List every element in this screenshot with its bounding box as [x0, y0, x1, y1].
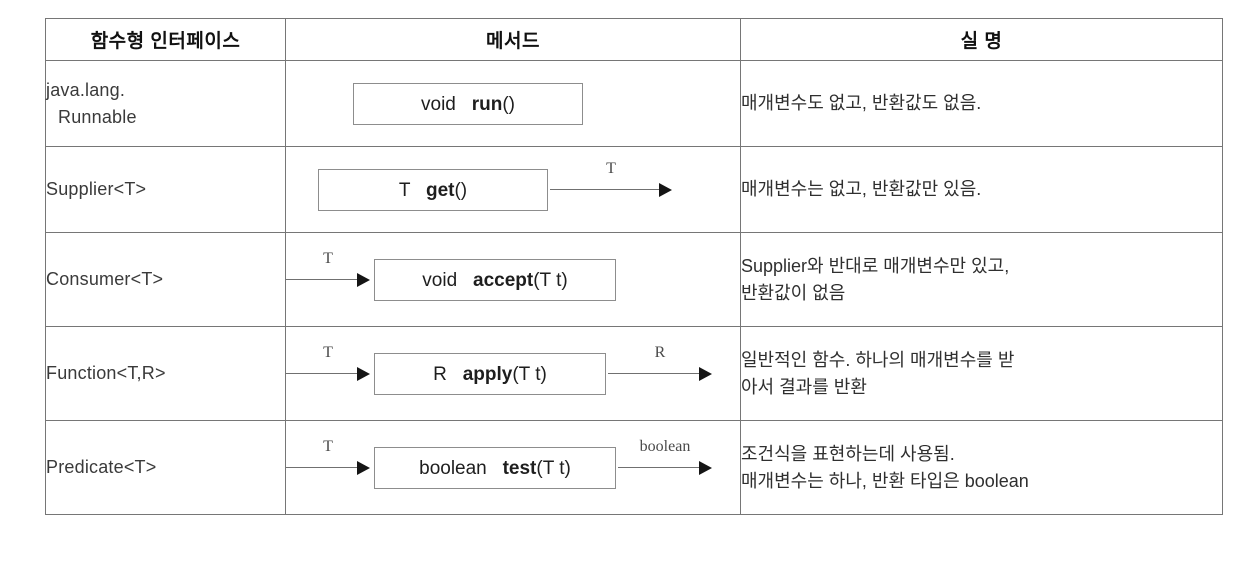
arrow-shaft	[286, 279, 358, 280]
functional-interface-table: 함수형 인터페이스 메서드 실 명 java.lang. Runnable	[45, 18, 1223, 515]
method-signature-box: boolean test(T t)	[374, 446, 616, 489]
table-header-row: 함수형 인터페이스 메서드 실 명	[45, 18, 1223, 61]
interface-name-line1: Predicate<T>	[46, 457, 157, 478]
method-signature-box: void accept(T t)	[374, 258, 616, 301]
method-signature-box: T get()	[318, 168, 548, 211]
interface-name-line1: Consumer<T>	[46, 269, 164, 290]
method-diagram-cell: T R apply(T t) R	[285, 326, 741, 421]
arrow-head-icon	[699, 366, 712, 381]
input-arrow-label: T	[323, 343, 333, 361]
description-cell: 매개변수도 없고, 반환값도 없음.	[740, 60, 1223, 147]
input-arrow: T	[286, 344, 370, 395]
method-args: (T t)	[512, 363, 547, 385]
description-line2: 매개변수는 하나, 반환 타입은 boolean	[741, 470, 1029, 491]
output-arrow: R	[608, 344, 712, 395]
method-return-type: R	[433, 363, 447, 385]
method-diagram-cell: T get() T	[285, 146, 741, 233]
column-header-method: 메서드	[285, 18, 741, 61]
input-arrow: T	[286, 438, 370, 489]
method-diagram: T R apply(T t) R	[286, 344, 740, 395]
method-diagram: T get() T	[286, 160, 740, 211]
arrow-head-icon	[357, 366, 370, 381]
interface-name-cell: Supplier<T>	[45, 146, 286, 233]
output-arrow: T	[550, 160, 672, 211]
method-diagram-cell: T boolean test(T t) boolean	[285, 420, 741, 515]
arrow-head-icon	[357, 272, 370, 287]
interface-name-cell: Predicate<T>	[45, 420, 286, 515]
method-diagram-cell: T void accept(T t)	[285, 232, 741, 327]
column-header-interface: 함수형 인터페이스	[45, 18, 286, 61]
interface-name-cell: Function<T,R>	[45, 326, 286, 421]
method-return-type: T	[398, 179, 411, 201]
table-row: Function<T,R> T R	[45, 326, 1223, 421]
table-body: java.lang. Runnable void run()	[45, 60, 1223, 515]
output-arrow-label: R	[654, 343, 666, 361]
input-arrow: T	[286, 250, 370, 301]
method-return-type: void	[421, 93, 456, 115]
method-args: (T t)	[533, 269, 568, 291]
arrow-head-icon	[699, 460, 712, 475]
arrow-shaft	[618, 467, 700, 468]
description-line2: 반환값이 없음	[741, 282, 846, 303]
method-name: apply	[462, 363, 513, 385]
method-name: accept	[473, 269, 534, 291]
method-return-type: void	[422, 269, 458, 291]
arrow-shaft	[608, 373, 700, 374]
output-arrow-label: T	[606, 159, 616, 177]
method-args: ()	[454, 179, 468, 201]
method-diagram: T void accept(T t)	[286, 250, 740, 301]
interface-name-cell: Consumer<T>	[45, 232, 286, 327]
method-signature-box: R apply(T t)	[374, 352, 606, 395]
input-arrow-label: T	[323, 437, 333, 455]
column-header-description: 실 명	[740, 18, 1223, 61]
arrow-shaft	[286, 467, 358, 468]
description-line1: 매개변수도 없고, 반환값도 없음.	[741, 93, 982, 113]
method-diagram: T boolean test(T t) boolean	[286, 438, 740, 489]
method-return-type: boolean	[419, 457, 487, 479]
table-row: Consumer<T> T void	[45, 232, 1223, 327]
interface-name-line1: Function<T,R>	[46, 363, 166, 384]
description-cell: Supplier와 반대로 매개변수만 있고, 반환값이 없음	[740, 232, 1223, 327]
input-arrow-label: T	[323, 249, 333, 267]
interface-name-line1: Supplier<T>	[46, 179, 147, 200]
output-arrow-label: boolean	[639, 437, 691, 455]
table-header: 함수형 인터페이스 메서드 실 명	[45, 18, 1223, 61]
description-line1: 일반적인 함수. 하나의 매개변수를 받	[741, 349, 1015, 370]
description-line1: 조건식을 표현하는데 사용됨.	[741, 443, 955, 464]
method-args: ()	[502, 93, 515, 115]
table-row: Supplier<T> T get() T	[45, 146, 1223, 233]
description-cell: 매개변수는 없고, 반환값만 있음.	[740, 146, 1223, 233]
description-line1: Supplier와 반대로 매개변수만 있고,	[741, 255, 1010, 276]
interface-name-line2: Runnable	[58, 106, 137, 127]
description-line1: 매개변수는 없고, 반환값만 있음.	[741, 179, 982, 199]
method-signature-box: void run()	[353, 82, 583, 125]
method-name: get	[425, 179, 455, 201]
method-diagram: void run()	[286, 82, 740, 125]
arrow-shaft	[286, 373, 358, 374]
interface-name-cell: java.lang. Runnable	[45, 60, 286, 147]
method-diagram-cell: void run()	[285, 60, 741, 147]
method-name: run	[471, 93, 503, 115]
arrow-shaft	[550, 189, 660, 190]
arrow-head-icon	[659, 182, 672, 197]
method-name: test	[502, 457, 537, 479]
description-line2: 아서 결과를 반환	[741, 376, 867, 397]
table-row: Predicate<T> T boolean	[45, 420, 1223, 515]
output-arrow: boolean	[618, 438, 712, 489]
method-args: (T t)	[536, 457, 571, 479]
description-cell: 조건식을 표현하는데 사용됨. 매개변수는 하나, 반환 타입은 boolean	[740, 420, 1223, 515]
arrow-head-icon	[357, 460, 370, 475]
description-cell: 일반적인 함수. 하나의 매개변수를 받 아서 결과를 반환	[740, 326, 1223, 421]
table-row: java.lang. Runnable void run()	[45, 60, 1223, 147]
interface-name-line1: java.lang.	[46, 80, 126, 101]
